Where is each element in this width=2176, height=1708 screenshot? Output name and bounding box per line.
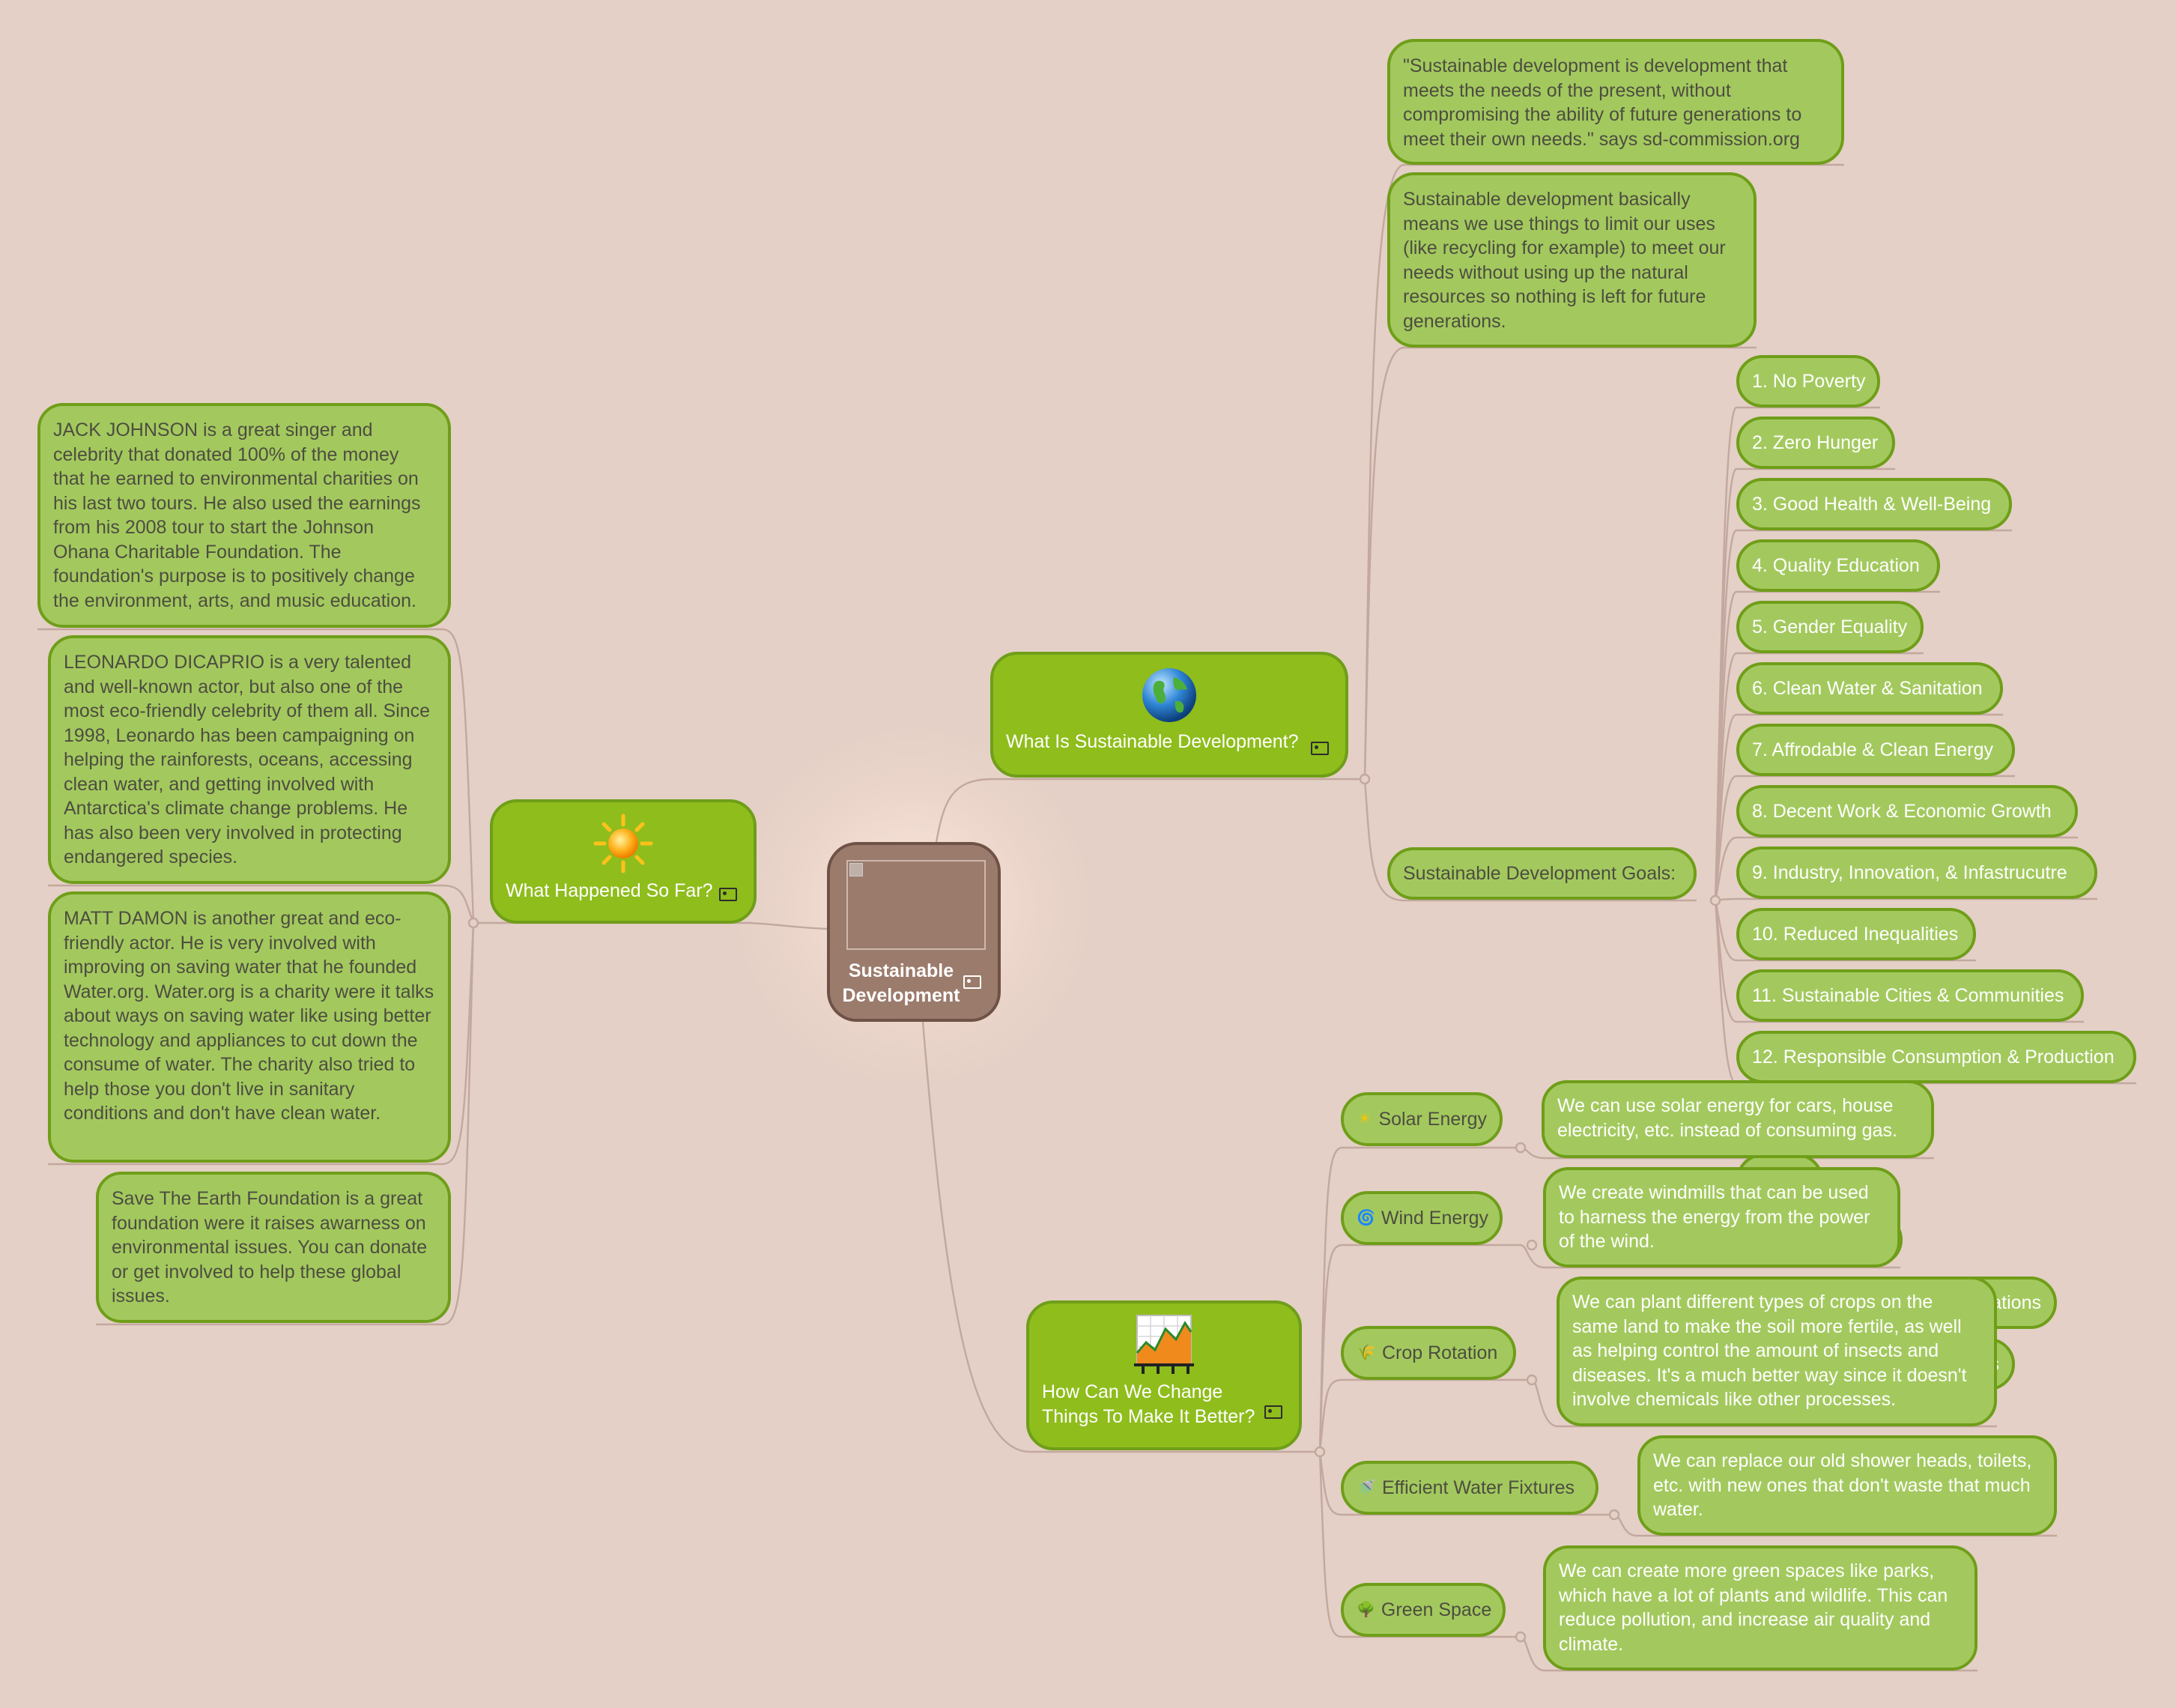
topic-happened-label: What Happened So Far? — [506, 880, 713, 901]
sdg-goal-9: 9. Industry, Innovation, & Infastrucutre — [1736, 847, 2097, 899]
change-note-1: We can use solar energy for cars, house … — [1542, 1080, 1934, 1158]
goal-connector — [1714, 836, 2078, 901]
note-leonardo-dicaprio: LEONARDO DICAPRIO is a very talented and… — [48, 635, 451, 884]
change-item-label: Solar Energy — [1378, 1108, 1487, 1130]
change-item-label: Green Space — [1381, 1599, 1492, 1620]
faucet-icon: 🚿 — [1357, 1479, 1376, 1496]
change-item-label: Wind Energy — [1381, 1207, 1489, 1229]
globe-icon — [1142, 668, 1196, 722]
image-placeholder — [846, 860, 986, 950]
definition-note-2: Sustainable development basically means … — [1387, 172, 1757, 348]
sdg-goal-7: 7. Affrodable & Clean Energy — [1736, 724, 2015, 776]
goal-connector — [1715, 897, 2097, 902]
note-matt-damon: MATT DAMON is another great and eco-frie… — [48, 891, 451, 1163]
sdg-goal-4: 4. Quality Education — [1736, 539, 1940, 592]
central-title: Sustainable Development — [842, 960, 960, 1006]
tree-icon: 🌳 — [1357, 1601, 1375, 1618]
central-topic[interactable]: Sustainable Development — [827, 842, 1001, 1022]
wheat-icon: 🌾 — [1357, 1344, 1376, 1361]
change-item-label: Crop Rotation — [1382, 1342, 1498, 1363]
chart-icon — [1134, 1315, 1194, 1374]
topic-what-label: What Is Sustainable Development? — [1006, 731, 1299, 752]
sdg-goal-2: 2. Zero Hunger — [1736, 417, 1895, 469]
change-item-green-space[interactable]: 🌳 Green Space — [1341, 1583, 1506, 1637]
sdg-goal-1: 1. No Poverty — [1736, 355, 1880, 408]
note-save-the-earth: Save The Earth Foundation is a great fou… — [96, 1172, 451, 1323]
sdg-goal-11: 11. Sustainable Cities & Communities — [1736, 969, 2084, 1022]
change-item-label: Efficient Water Fixtures — [1382, 1477, 1575, 1498]
picture-icon[interactable] — [1311, 742, 1329, 755]
sdg-goal-6: 6. Clean Water & Sanitation — [1736, 662, 2003, 715]
topic-what-happened[interactable]: What Happened So Far? — [490, 799, 757, 924]
sdg-goal-12: 12. Responsible Consumption & Production — [1736, 1031, 2136, 1083]
change-note-2: We create windmills that can be used to … — [1543, 1167, 1900, 1268]
picture-icon[interactable] — [719, 888, 737, 901]
sdg-label: Sustainable Development Goals: — [1387, 847, 1697, 900]
goal-connector — [1714, 775, 2015, 901]
change-item-wind-energy[interactable]: 🌀 Wind Energy — [1341, 1191, 1503, 1245]
change-note-3: We can plant different types of crops on… — [1557, 1277, 1997, 1426]
change-item-crop-rotation[interactable]: 🌾 Crop Rotation — [1341, 1326, 1516, 1380]
topic-how-change[interactable]: How Can We Change Things To Make It Bett… — [1026, 1300, 1302, 1450]
change-note-5: We can create more green spaces like par… — [1543, 1545, 1978, 1671]
sdg-goal-3: 3. Good Health & Well-Being — [1736, 478, 2012, 530]
picture-icon[interactable] — [1264, 1405, 1282, 1419]
change-note-4: We can replace our old shower heads, toi… — [1637, 1435, 2057, 1536]
change-item-solar-energy[interactable]: ☀ Solar Energy — [1341, 1092, 1503, 1146]
sdg-goal-5: 5. Gender Equality — [1736, 601, 1924, 653]
picture-icon[interactable] — [963, 975, 981, 989]
sun-small-icon: ☀ — [1357, 1110, 1372, 1127]
sdg-goal-10: 10. Reduced Inequalities — [1736, 908, 1976, 960]
change-item-efficient-water-fixtures[interactable]: 🚿 Efficient Water Fixtures — [1341, 1461, 1598, 1515]
sdg-goal-8: 8. Decent Work & Economic Growth — [1736, 785, 2078, 838]
sun-icon — [593, 814, 653, 873]
definition-note-1: "Sustainable development is development … — [1387, 39, 1844, 165]
topic-what-is-sd[interactable]: What Is Sustainable Development? — [990, 652, 1348, 778]
note-jack-johnson: JACK JOHNSON is a great singer and celeb… — [37, 403, 451, 628]
topic-change-label: How Can We Change Things To Make It Bett… — [1042, 1381, 1255, 1427]
wind-icon: 🌀 — [1357, 1209, 1375, 1226]
